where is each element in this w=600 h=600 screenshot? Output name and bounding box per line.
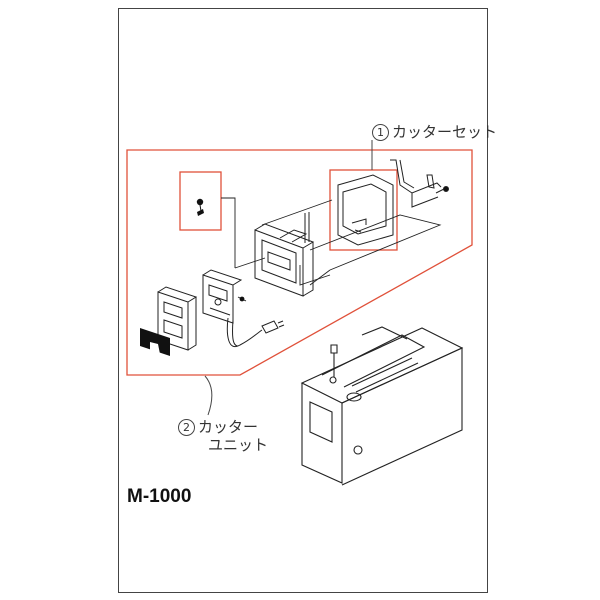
callout-1-number: 1	[372, 124, 389, 141]
callout-2-number: 2	[178, 419, 195, 436]
callout-2-leader	[204, 375, 213, 416]
cutter-frame-part	[254, 212, 315, 297]
cutter-set-part	[337, 174, 394, 246]
small-screw-icon	[237, 296, 247, 302]
figure-frame	[118, 8, 488, 593]
screw-detail-box	[179, 171, 222, 231]
cutter-set-box	[329, 169, 398, 251]
power-cord-part	[226, 317, 285, 348]
bracket-part	[390, 159, 449, 208]
blade-icon	[140, 328, 170, 356]
blade-holder-part	[202, 269, 243, 324]
dispenser-body	[300, 326, 464, 486]
cutter-unit-outline	[126, 149, 473, 376]
callout-1-text: カッターセット	[392, 123, 498, 141]
screw-icon	[196, 198, 204, 216]
model-number: M-1000	[127, 486, 192, 507]
callout-2-text-line1: カッター	[198, 418, 259, 436]
panel-bracket-part	[157, 286, 198, 351]
callout-2-text-line2: ユニット	[208, 436, 269, 454]
